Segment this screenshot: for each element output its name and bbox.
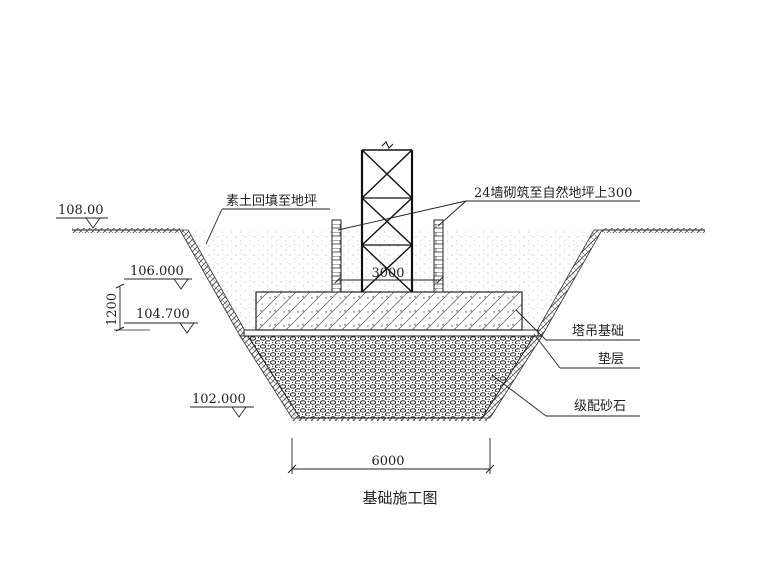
tower-foundation-label: 塔吊基础 — [572, 324, 624, 339]
natural-ground — [72, 228, 705, 233]
elevation-bottom: 102.000 — [190, 392, 254, 418]
cushion-layer — [243, 329, 539, 337]
elevation-bottom-text: 102.000 — [192, 392, 246, 407]
foundation-width-dimension: 3000 — [334, 266, 444, 284]
cushion-leader: 垫层 — [533, 333, 640, 369]
elevation-level-b: 104.700 — [124, 307, 198, 334]
brick-wall-leader: 24墙砌筑至自然地坪上300 — [337, 185, 640, 231]
depth-dimension: 1200 — [105, 283, 150, 332]
gravel-leader: 级配砂石 — [491, 374, 640, 417]
elevation-level-a: 106.000 — [124, 264, 192, 290]
elevation-ground: 108.00 — [56, 203, 108, 229]
bottom-width-dimension: 6000 — [287, 438, 495, 474]
elevation-ground-text: 108.00 — [58, 203, 104, 218]
backfill-leader: 素土回填至地坪 — [205, 194, 330, 245]
backfill-label: 素土回填至地坪 — [226, 194, 317, 209]
foundation-width-text: 3000 — [371, 266, 404, 281]
tower-crane-foundation-slab — [255, 291, 523, 331]
gravel-label: 级配砂石 — [574, 399, 626, 414]
brick-wall-right — [433, 219, 444, 293]
cushion-label: 垫层 — [598, 351, 624, 367]
brick-wall-left — [331, 219, 342, 293]
depth-dimension-text: 1200 — [105, 293, 120, 326]
brick-wall-label: 24墙砌筑至自然地坪上300 — [474, 185, 632, 201]
elevation-level-b-text: 104.700 — [136, 307, 190, 322]
elevation-level-a-text: 106.000 — [130, 264, 184, 279]
tower-crane-mast — [360, 141, 414, 293]
bottom-width-text: 6000 — [371, 454, 404, 469]
drawing-caption: 基础施工图 — [362, 489, 437, 507]
tower-foundation-leader: 塔吊基础 — [515, 309, 640, 341]
